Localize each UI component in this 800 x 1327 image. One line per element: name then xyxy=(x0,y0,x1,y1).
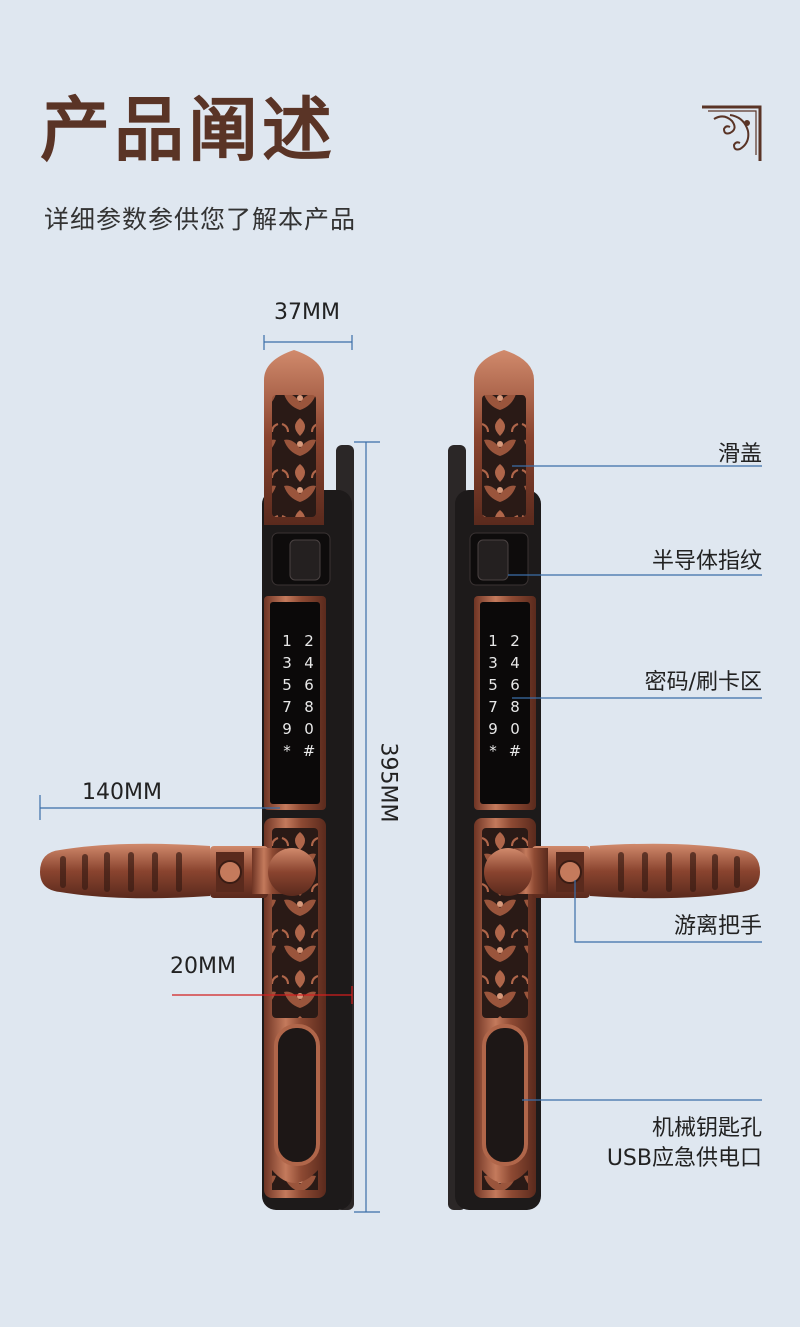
dim-thickness-label: 20MM xyxy=(170,954,236,979)
key[interactable]: 2 xyxy=(304,632,314,650)
left-lock xyxy=(40,350,354,1210)
dim-height-label: 395MM xyxy=(375,742,401,823)
key[interactable]: 6 xyxy=(510,676,520,694)
key[interactable]: 0 xyxy=(304,720,314,738)
key[interactable]: * xyxy=(283,742,291,760)
key[interactable]: 5 xyxy=(488,676,498,694)
callout-fingerprint: 半导体指纹 xyxy=(651,549,762,574)
key[interactable]: 1 xyxy=(488,632,498,650)
key[interactable]: 8 xyxy=(510,698,520,716)
key[interactable]: 3 xyxy=(488,654,498,672)
key[interactable]: 6 xyxy=(304,676,314,694)
key[interactable]: 2 xyxy=(510,632,520,650)
key[interactable]: 5 xyxy=(282,676,292,694)
key[interactable]: * xyxy=(489,742,497,760)
key[interactable]: 0 xyxy=(510,720,520,738)
callout-password-card: 密码/刷卡区 xyxy=(644,670,762,695)
keypad-left: 1 2 3 4 5 6 7 8 9 0 * # xyxy=(276,632,320,760)
callout-keyhole: 机械钥匙孔 xyxy=(651,1116,762,1141)
page-title: 产品阐述 xyxy=(40,88,336,171)
key[interactable]: 7 xyxy=(488,698,498,716)
right-lock xyxy=(448,350,760,1210)
dim-width-label: 37MM xyxy=(274,300,340,325)
key[interactable]: 9 xyxy=(488,720,498,738)
corner-ornament-icon xyxy=(702,105,762,161)
thickness-line xyxy=(172,986,353,1004)
key[interactable]: 4 xyxy=(510,654,520,672)
key[interactable]: 9 xyxy=(282,720,292,738)
key[interactable]: 7 xyxy=(282,698,292,716)
callout-handle: 游离把手 xyxy=(673,914,762,939)
key[interactable]: # xyxy=(508,742,522,760)
keypad-right: 1 2 3 4 5 6 7 8 9 0 * # xyxy=(482,632,526,760)
callout-lines xyxy=(508,465,762,1101)
callout-usb: USB应急供电口 xyxy=(606,1146,762,1171)
dim-handle-label: 140MM xyxy=(82,780,162,805)
key[interactable]: 4 xyxy=(304,654,314,672)
key[interactable]: # xyxy=(302,742,316,760)
page-subtitle: 详细参数参供您了解本产品 xyxy=(44,205,357,234)
key[interactable]: 8 xyxy=(304,698,314,716)
key[interactable]: 1 xyxy=(282,632,292,650)
key[interactable]: 3 xyxy=(282,654,292,672)
dimension-lines xyxy=(39,335,380,1213)
callout-slide-cover: 滑盖 xyxy=(717,442,762,467)
